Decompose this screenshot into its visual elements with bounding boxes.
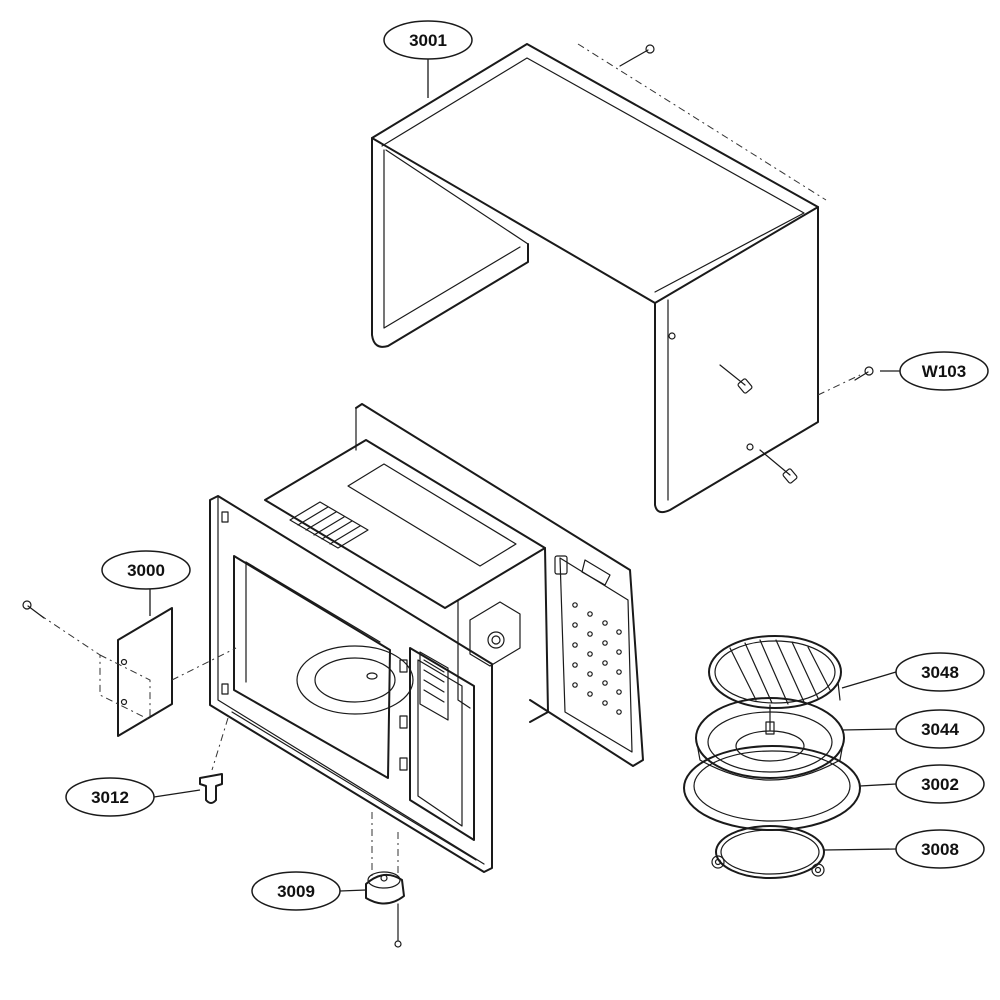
callout-3008: 3008 <box>895 829 985 869</box>
callout-label: 3012 <box>91 788 129 807</box>
callout-w103: W103 <box>899 351 989 391</box>
front-frame <box>209 495 493 873</box>
callout-3048: 3048 <box>895 652 985 692</box>
callout-3044: 3044 <box>895 709 985 749</box>
callout-label: 3009 <box>277 882 315 901</box>
oven-cavity <box>264 403 644 767</box>
roller-guide-plate-icon <box>683 745 861 831</box>
callout-3009: 3009 <box>251 871 341 911</box>
turntable-motor-icon <box>365 871 405 948</box>
case-screw-lower-icon <box>759 449 798 484</box>
callout-label: 3002 <box>921 775 959 794</box>
vent-grid <box>289 501 369 549</box>
callout-label: 3044 <box>921 720 959 739</box>
callout-3000: 3000 <box>101 550 191 590</box>
glass-tray-icon <box>695 697 845 781</box>
callout-3002: 3002 <box>895 764 985 804</box>
callout-3001: 3001 <box>383 20 473 60</box>
side-plate <box>39 607 237 737</box>
callout-label: 3000 <box>127 561 165 580</box>
case-screw-right-icon <box>854 366 874 381</box>
case-screw-top-icon <box>619 44 655 67</box>
callout-label: 3048 <box>921 663 959 682</box>
callout-label: 3008 <box>921 840 959 859</box>
case-screw-side-icon <box>719 364 753 394</box>
callout-label: 3001 <box>409 31 447 50</box>
speaker-grid <box>419 651 449 721</box>
callout-label: W103 <box>922 362 966 381</box>
grill-rack-icon <box>708 635 842 709</box>
callout-3012: 3012 <box>65 777 155 817</box>
leader-lines <box>149 58 900 892</box>
outer-case <box>371 43 861 514</box>
roller-ring-icon <box>711 825 825 879</box>
side-perforation <box>572 602 622 715</box>
magnetron-bracket <box>457 599 521 709</box>
foot-icon <box>199 773 223 804</box>
plate-screw-icon <box>22 600 45 619</box>
